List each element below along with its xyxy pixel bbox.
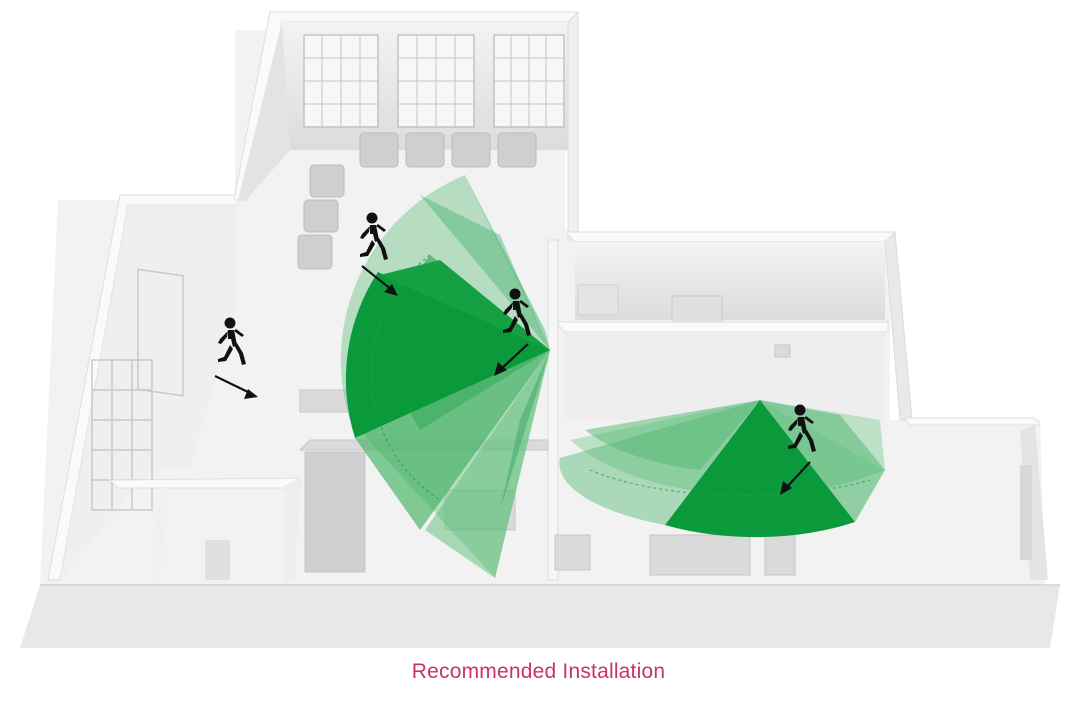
direction-arrow-icon-2 [214,375,258,399]
direction-arrow-icon-4 [780,461,811,495]
diagram-caption: Recommended Installation [411,660,666,683]
direction-arrow-icon [361,265,398,296]
motion-sensor-coverage-icon-2 [559,400,885,538]
direction-arrow-icon-3 [494,343,529,376]
chairs [297,132,537,270]
base-slab [20,585,1060,648]
